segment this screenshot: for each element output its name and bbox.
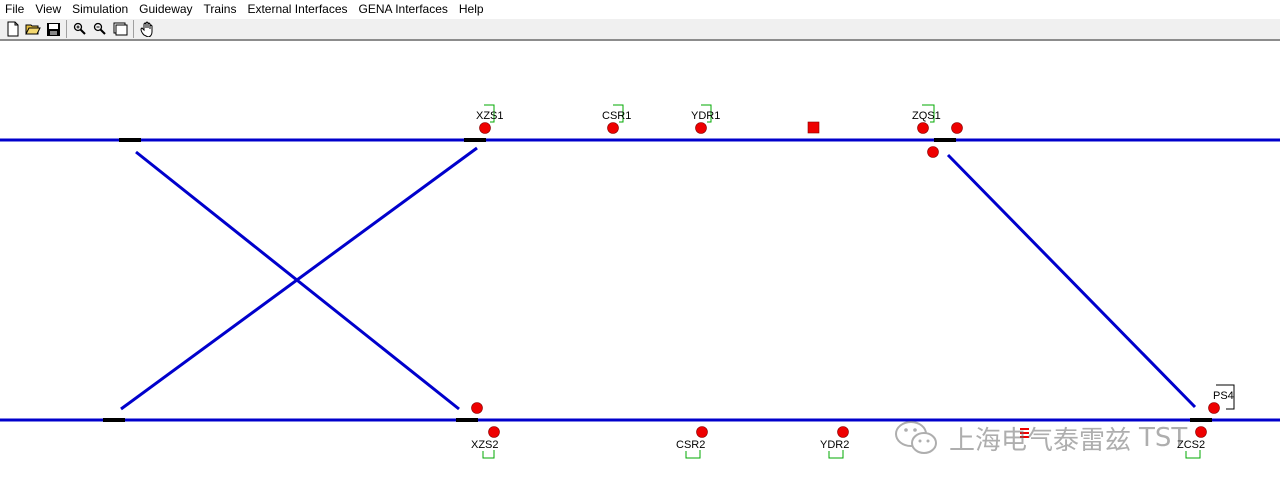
signal-bracket — [701, 104, 712, 123]
zoom-out-icon[interactable] — [90, 19, 110, 39]
signal-light — [837, 426, 849, 438]
menu-external-interfaces[interactable]: External Interfaces — [247, 2, 348, 16]
menu-simulation[interactable]: Simulation — [72, 2, 129, 16]
crossover-track-b — [120, 146, 478, 411]
block-marker[interactable] — [807, 121, 820, 134]
signal-light — [607, 122, 619, 134]
signal-ydr1[interactable]: YDR1 — [691, 104, 720, 134]
signal-bracket — [482, 450, 495, 459]
signal-label: CSR2 — [676, 439, 705, 451]
signal-xzs1[interactable]: XZS1 — [476, 104, 504, 134]
signal-zqs1[interactable]: ZQS1 — [912, 104, 941, 134]
signal-xzs2[interactable]: XZS2 — [471, 426, 500, 459]
menu-view[interactable]: View — [35, 2, 62, 16]
diverging-track-right — [946, 153, 1197, 409]
signal-ydr2[interactable]: YDR2 — [820, 426, 849, 459]
indicator-stripes — [1020, 428, 1029, 438]
signal-ps4[interactable]: PS4 — [1208, 384, 1235, 414]
signal-light — [1208, 402, 1220, 414]
signal-bracket — [1185, 450, 1201, 459]
switch-point[interactable] — [464, 138, 486, 142]
signal-bracket — [828, 450, 844, 459]
menu-trains[interactable]: Trains — [203, 2, 237, 16]
signal-light-zqs1-right[interactable] — [951, 122, 963, 134]
signal-light-diverging[interactable] — [927, 146, 939, 158]
signal-light — [917, 122, 929, 134]
menu-help[interactable]: Help — [458, 2, 484, 16]
signal-csr2[interactable]: CSR2 — [676, 426, 708, 459]
signal-csr1[interactable]: CSR1 — [602, 104, 631, 134]
menu-bar: File View Simulation Guideway Trains Ext… — [0, 0, 1280, 19]
signal-label: PS4 — [1213, 390, 1234, 402]
switch-point[interactable] — [456, 418, 478, 422]
new-file-icon[interactable] — [3, 19, 23, 39]
menu-file[interactable]: File — [5, 2, 25, 16]
signal-light-crossover-lower[interactable] — [471, 402, 483, 414]
signal-label: YDR1 — [691, 110, 720, 122]
signal-bracket — [685, 450, 701, 459]
signal-light — [696, 426, 708, 438]
pan-hand-icon[interactable] — [137, 19, 157, 39]
signal-label: XZS1 — [476, 110, 504, 122]
signal-label: XZS2 — [471, 439, 499, 451]
signal-label: ZCS2 — [1177, 439, 1205, 451]
signal-bracket — [484, 104, 495, 123]
save-icon[interactable] — [43, 19, 63, 39]
signal-bracket — [1216, 384, 1235, 410]
signal-bracket — [613, 104, 624, 123]
zoom-in-icon[interactable] — [70, 19, 90, 39]
menu-guideway[interactable]: Guideway — [139, 2, 193, 16]
window-icon[interactable] — [110, 19, 130, 39]
switch-point[interactable] — [103, 418, 125, 422]
signal-light — [479, 122, 491, 134]
toolbar-separator — [66, 20, 67, 38]
switch-point[interactable] — [1190, 418, 1212, 422]
signal-label: YDR2 — [820, 439, 849, 451]
signal-zcs2[interactable]: ZCS2 — [1177, 426, 1207, 459]
open-folder-icon[interactable] — [23, 19, 43, 39]
menu-gena-interfaces[interactable]: GENA Interfaces — [358, 2, 448, 16]
toolbar-separator — [133, 20, 134, 38]
switch-point[interactable] — [934, 138, 956, 142]
track-layout-canvas[interactable]: XZS1 CSR1 YDR1 ZQS1 XZS2 CSR2 YDR2 ZCS2 — [0, 43, 1280, 494]
signal-label: CSR1 — [602, 110, 631, 122]
signal-light — [488, 426, 500, 438]
track-network — [0, 138, 1280, 422]
toolbar — [0, 19, 1280, 41]
switch-point[interactable] — [119, 138, 141, 142]
signal-light — [1195, 426, 1207, 438]
signal-bracket — [922, 104, 935, 123]
switch-points — [103, 138, 1212, 422]
signal-label: ZQS1 — [912, 110, 941, 122]
signal-light — [695, 122, 707, 134]
